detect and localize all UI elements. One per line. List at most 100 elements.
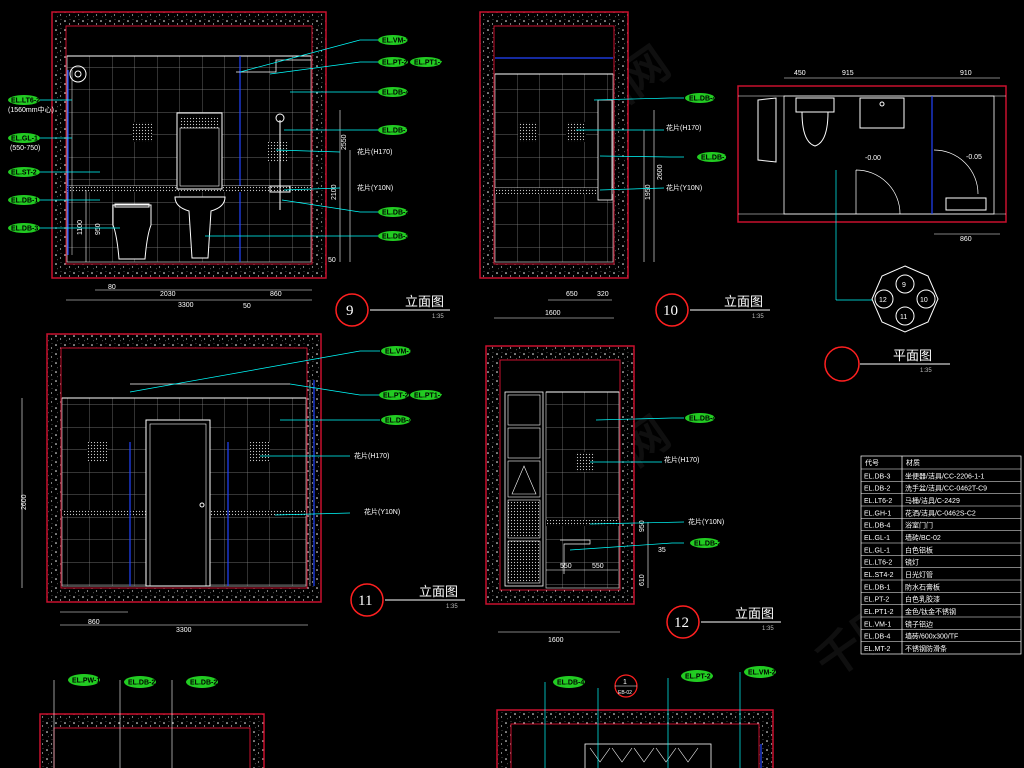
e12-dim-610: 610 xyxy=(639,574,646,586)
legend-code: EL.GH-1 xyxy=(864,510,891,517)
tag-el-vm-1[interactable]: EL.VM-1 xyxy=(378,35,410,45)
svg-text:EL.DB-4: EL.DB-4 xyxy=(385,418,412,425)
legend-code: EL.DB-4 xyxy=(864,523,891,530)
legend-material: 墙砖/600x300/TF xyxy=(905,632,958,641)
svg-text:11: 11 xyxy=(900,314,907,321)
tag-el-db-1[interactable]: EL.DB-1 xyxy=(378,125,409,135)
e11-tag-vm-1[interactable]: EL.VM-1 xyxy=(381,346,413,356)
tag-left-db-3[interactable]: EL.DB-3 xyxy=(8,223,40,233)
legend-header-material: 材质 xyxy=(906,458,920,467)
legend-material: 白色铝板 xyxy=(905,545,933,554)
e9-tile-h170: 花片(H170) xyxy=(357,147,392,156)
plan-level-0: -0.00 xyxy=(865,155,881,162)
plan-key-12[interactable]: 12 xyxy=(874,289,894,309)
svg-text:立面图: 立面图 xyxy=(405,295,444,310)
e9-dim-50: 50 xyxy=(243,303,251,310)
tag-left-db-1[interactable]: EL.DB-1 xyxy=(8,195,40,205)
plan-key-11[interactable]: 11 xyxy=(895,306,915,326)
svg-text:11: 11 xyxy=(358,593,372,609)
e12-dim-35: 35 xyxy=(658,547,666,554)
e11-dim-860: 860 xyxy=(88,619,100,626)
e11-tag-pt1-2[interactable]: EL.PT1-2 xyxy=(410,390,444,400)
legend-code: EL.LT6-2 xyxy=(864,498,892,505)
tag-el-db-2[interactable]: EL.DB-2 xyxy=(378,207,409,217)
e12-tile-y10n: 花片(Y10N) xyxy=(688,517,724,526)
e9-dim-2100: 2100 xyxy=(331,184,338,200)
e12-tile-h170: 花片(H170) xyxy=(664,455,699,464)
bottom-section-marker[interactable]: 1 EB-02 xyxy=(614,674,638,698)
plan-key-10[interactable]: 10 xyxy=(916,289,936,309)
bottom-partial-elevations: EL.PW-1 EL.DB-2 EL.DB-2 EL.DB-4 1 EB-02 … xyxy=(39,666,776,768)
elevation-9: 2030 860 3300 80 50 2100 2550 1100 950 5… xyxy=(40,11,380,310)
e9-dim-right: 860 xyxy=(270,291,282,298)
legend-header-code: 代号 xyxy=(865,458,879,467)
e11-tile-h170: 花片(H170) xyxy=(354,451,389,460)
tag-el-db-3[interactable]: EL.DB-3 xyxy=(378,231,409,241)
svg-text:1: 1 xyxy=(623,679,627,686)
svg-text:1:35: 1:35 xyxy=(752,314,764,320)
e9-note-center: (1560mm中心) xyxy=(8,105,54,114)
legend-material: 浴室门门 xyxy=(905,521,933,530)
bottom-tag-db-2b[interactable]: EL.DB-2 xyxy=(186,676,218,688)
svg-text:EL.PW-1: EL.PW-1 xyxy=(72,678,100,685)
svg-text:EL.DB-3: EL.DB-3 xyxy=(11,226,38,233)
svg-text:EL.PT1-2: EL.PT1-2 xyxy=(414,393,444,400)
bottom-tag-db-2a[interactable]: EL.DB-2 xyxy=(124,676,156,688)
legend-material: 坐便器/洁具/CC-2206-1-1 xyxy=(905,471,984,480)
legend-material: 镜子铝边 xyxy=(905,619,933,628)
svg-text:EL.DB-2: EL.DB-2 xyxy=(382,210,409,217)
e10-tag-db-1[interactable]: EL.DB-1 xyxy=(697,152,728,162)
tag-el-pt1-2[interactable]: EL.PT1-2 xyxy=(410,57,444,67)
bottom-tag-pt-2[interactable]: EL.PT-2 xyxy=(681,670,713,682)
e10-tag-db-4[interactable]: EL.DB-4 xyxy=(685,93,716,103)
e9-note-range: (550-750) xyxy=(10,145,40,152)
bottom-tag-db-4[interactable]: EL.DB-4 xyxy=(553,676,585,688)
svg-text:EL.DB-4: EL.DB-4 xyxy=(382,90,409,97)
e9-dim-2550: 2550 xyxy=(341,134,348,150)
bottom-tag-pw-1[interactable]: EL.PW-1 xyxy=(68,674,100,686)
e10-dim-650: 650 xyxy=(566,291,578,298)
e11-dim-3300: 3300 xyxy=(176,627,192,634)
e11-tag-db-4[interactable]: EL.DB-4 xyxy=(381,415,412,425)
legend-material: 马桶/洁具/C-2429 xyxy=(905,496,960,505)
legend-material: 花洒/洁具/C-0462S-C2 xyxy=(905,508,976,517)
e10-dim-2600: 2600 xyxy=(657,164,664,180)
legend-material: 金色/钛金不锈钢 xyxy=(905,607,956,616)
legend-material: 白色乳胶漆 xyxy=(905,595,940,604)
tag-el-pt-2[interactable]: EL.PT-2 xyxy=(378,57,408,67)
plan-dim-860: 860 xyxy=(960,236,972,243)
svg-text:EB-02: EB-02 xyxy=(618,690,632,696)
svg-text:10: 10 xyxy=(920,297,928,304)
e12-tag-db-4[interactable]: EL.DB-4 xyxy=(685,413,716,423)
svg-text:立面图: 立面图 xyxy=(735,607,774,622)
title-elevation-10: 10 立面图 1:35 xyxy=(655,293,770,327)
e12-tag-db-2[interactable]: EL.DB-2 xyxy=(690,538,721,548)
tag-left-st-2[interactable]: EL.ST-2 xyxy=(8,167,40,177)
svg-text:EL.PT-2: EL.PT-2 xyxy=(685,674,711,681)
legend-code: EL.MT-2 xyxy=(864,646,891,653)
legend-code: EL.ST4-2 xyxy=(864,572,894,579)
tag-el-db-4[interactable]: EL.DB-4 xyxy=(378,87,409,97)
e10-tile-y10n: 花片(Y10N) xyxy=(666,183,702,192)
e9-dim-80: 80 xyxy=(108,284,116,291)
tag-left-gl-1[interactable]: EL.GL-1 xyxy=(8,133,40,143)
svg-text:EL.DB-3: EL.DB-3 xyxy=(382,234,409,241)
elevation-10: 650 320 1600 2600 1950 EL.DB-4 EL.DB-1 花… xyxy=(479,11,728,319)
svg-text:EL.GL-1: EL.GL-1 xyxy=(11,136,38,143)
svg-text:EL.DB-2: EL.DB-2 xyxy=(128,680,155,687)
legend-code: EL.DB-1 xyxy=(864,584,891,591)
svg-text:EL.DB-4: EL.DB-4 xyxy=(689,416,716,423)
svg-text:1:35: 1:35 xyxy=(762,626,774,632)
legend-code: EL.DB-4 xyxy=(864,634,891,641)
e12-dim-1600: 1600 xyxy=(548,637,564,644)
bottom-tag-vm-2[interactable]: EL.VM-2 xyxy=(744,666,776,678)
svg-text:立面图: 立面图 xyxy=(724,295,763,310)
tag-left-lt6-2[interactable]: EL.LT6-2 xyxy=(8,95,40,105)
svg-text:EL.DB-4: EL.DB-4 xyxy=(689,96,716,103)
legend-code: EL.GL-1 xyxy=(864,547,890,554)
title-elevation-12: 12 立面图 1:35 xyxy=(666,605,781,639)
plan-key-9[interactable]: 9 xyxy=(895,274,915,294)
e12-dim-550a: 550 xyxy=(560,563,572,570)
e11-tag-pt-2[interactable]: EL.PT-2 xyxy=(379,390,409,400)
